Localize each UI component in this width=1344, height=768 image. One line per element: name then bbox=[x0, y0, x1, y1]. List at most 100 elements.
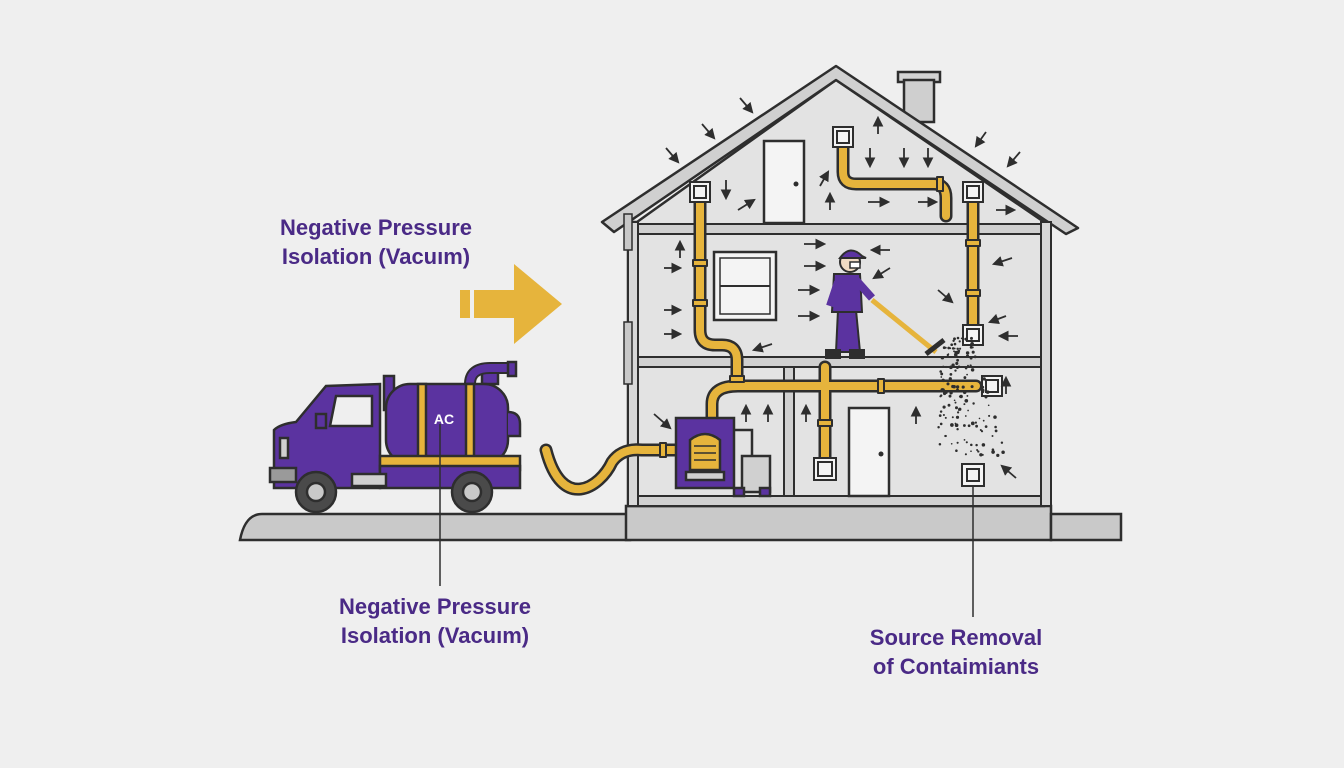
dust-particle bbox=[966, 373, 968, 376]
dust-particle bbox=[939, 410, 943, 413]
dust-particle bbox=[949, 365, 953, 370]
dust-particle bbox=[970, 368, 975, 372]
dust-particle bbox=[966, 394, 969, 397]
dust-particle bbox=[956, 428, 959, 431]
dust-particle bbox=[950, 343, 954, 347]
dust-particle bbox=[953, 350, 955, 353]
dust-particle bbox=[982, 419, 985, 422]
airflow-arrow-icon bbox=[701, 123, 716, 140]
dust-particle bbox=[978, 417, 981, 420]
dust-particle bbox=[942, 346, 946, 350]
dust-particle bbox=[950, 423, 954, 427]
dust-particle bbox=[961, 385, 965, 389]
dust-particle bbox=[947, 403, 951, 407]
dust-particle bbox=[956, 358, 960, 362]
airflow-arrow-icon bbox=[751, 342, 773, 353]
dust-particle bbox=[967, 424, 971, 428]
label-line: Source Removal bbox=[869, 625, 1043, 650]
dust-particle bbox=[964, 366, 968, 370]
airflow-arrow-icon bbox=[991, 256, 1013, 267]
dust-particle bbox=[991, 450, 995, 454]
dust-particle bbox=[949, 347, 952, 350]
dust-particle bbox=[963, 376, 967, 380]
dust-particle bbox=[953, 352, 958, 357]
dust-particle bbox=[953, 337, 956, 341]
airflow-arrow-icon bbox=[937, 289, 954, 304]
dust-particle bbox=[946, 353, 949, 357]
dust-particle bbox=[979, 428, 982, 432]
dust-particle bbox=[979, 453, 983, 457]
label-leader-lines bbox=[439, 424, 974, 617]
dust-particle bbox=[996, 453, 1000, 458]
dust-particle bbox=[963, 403, 966, 406]
dust-particle bbox=[944, 416, 947, 419]
label-line: Negative Pressure bbox=[280, 215, 472, 240]
dust-particle bbox=[970, 450, 972, 453]
dust-particle bbox=[954, 422, 957, 425]
dust-particle bbox=[937, 426, 940, 429]
dust-particle bbox=[969, 364, 972, 367]
dust-particle bbox=[970, 421, 975, 426]
airflow-arrow-icon bbox=[653, 413, 672, 430]
airflow-arrow-icon bbox=[819, 170, 830, 187]
dust-particle bbox=[956, 411, 960, 414]
direction-arrow-icon bbox=[460, 264, 562, 344]
dust-particle bbox=[959, 347, 962, 350]
dust-particle bbox=[940, 376, 943, 378]
dust-particle bbox=[946, 382, 950, 386]
dust-particles-icon bbox=[937, 336, 1005, 458]
dust-particle bbox=[967, 364, 969, 367]
airflow-arrow-icon bbox=[1006, 151, 1021, 168]
dust-particle bbox=[938, 414, 942, 417]
airflow-arrow-icon bbox=[739, 97, 754, 114]
dust-particle bbox=[953, 342, 957, 346]
duct-system bbox=[539, 131, 983, 496]
dust-particle bbox=[991, 435, 994, 437]
dust-particle bbox=[944, 346, 947, 349]
airflow-arrow-icon bbox=[974, 131, 987, 148]
dust-particle bbox=[955, 406, 958, 410]
dust-particle bbox=[950, 442, 953, 445]
dust-particle bbox=[970, 385, 974, 389]
dust-particle bbox=[956, 388, 959, 392]
label-line: Isolation (Vacuım) bbox=[340, 623, 530, 648]
airflow-arrow-icon bbox=[737, 198, 756, 211]
dust-particle bbox=[951, 416, 954, 419]
dust-particle bbox=[972, 402, 975, 405]
dust-particle bbox=[964, 453, 967, 456]
dust-particle bbox=[984, 425, 988, 428]
doors-and-window bbox=[712, 139, 891, 498]
dust-particle bbox=[971, 350, 975, 354]
dust-particle bbox=[958, 340, 961, 343]
dust-particle bbox=[956, 441, 959, 444]
dust-particle bbox=[965, 338, 968, 342]
dust-particle bbox=[982, 377, 986, 381]
dust-particle bbox=[955, 415, 960, 419]
dust-particle bbox=[959, 395, 963, 398]
dust-particle bbox=[940, 355, 945, 360]
airflow-arrow-icon bbox=[987, 313, 1007, 325]
label-line: Isolation (Vacuım) bbox=[281, 244, 471, 269]
dust-particle bbox=[969, 356, 973, 360]
dust-particle bbox=[976, 449, 979, 451]
dust-particle bbox=[948, 394, 952, 398]
dust-particle bbox=[988, 414, 991, 417]
dust-particle bbox=[940, 394, 943, 397]
dust-particle bbox=[942, 365, 945, 368]
dust-particle bbox=[939, 422, 943, 426]
dust-particle bbox=[970, 342, 974, 346]
label-line: Negative Pressure bbox=[339, 594, 531, 619]
dust-particle bbox=[941, 378, 945, 383]
dust-particle bbox=[939, 370, 942, 373]
dust-particle bbox=[954, 401, 957, 404]
dust-particle bbox=[987, 404, 990, 407]
dust-particle bbox=[964, 415, 967, 417]
air-scrubber-icon bbox=[674, 416, 772, 498]
airflow-arrows bbox=[653, 97, 1021, 479]
dust-particle bbox=[948, 377, 952, 381]
dust-particle bbox=[960, 337, 963, 340]
dust-particle bbox=[965, 354, 970, 358]
dust-particle bbox=[991, 448, 995, 451]
dust-particle bbox=[942, 405, 946, 409]
